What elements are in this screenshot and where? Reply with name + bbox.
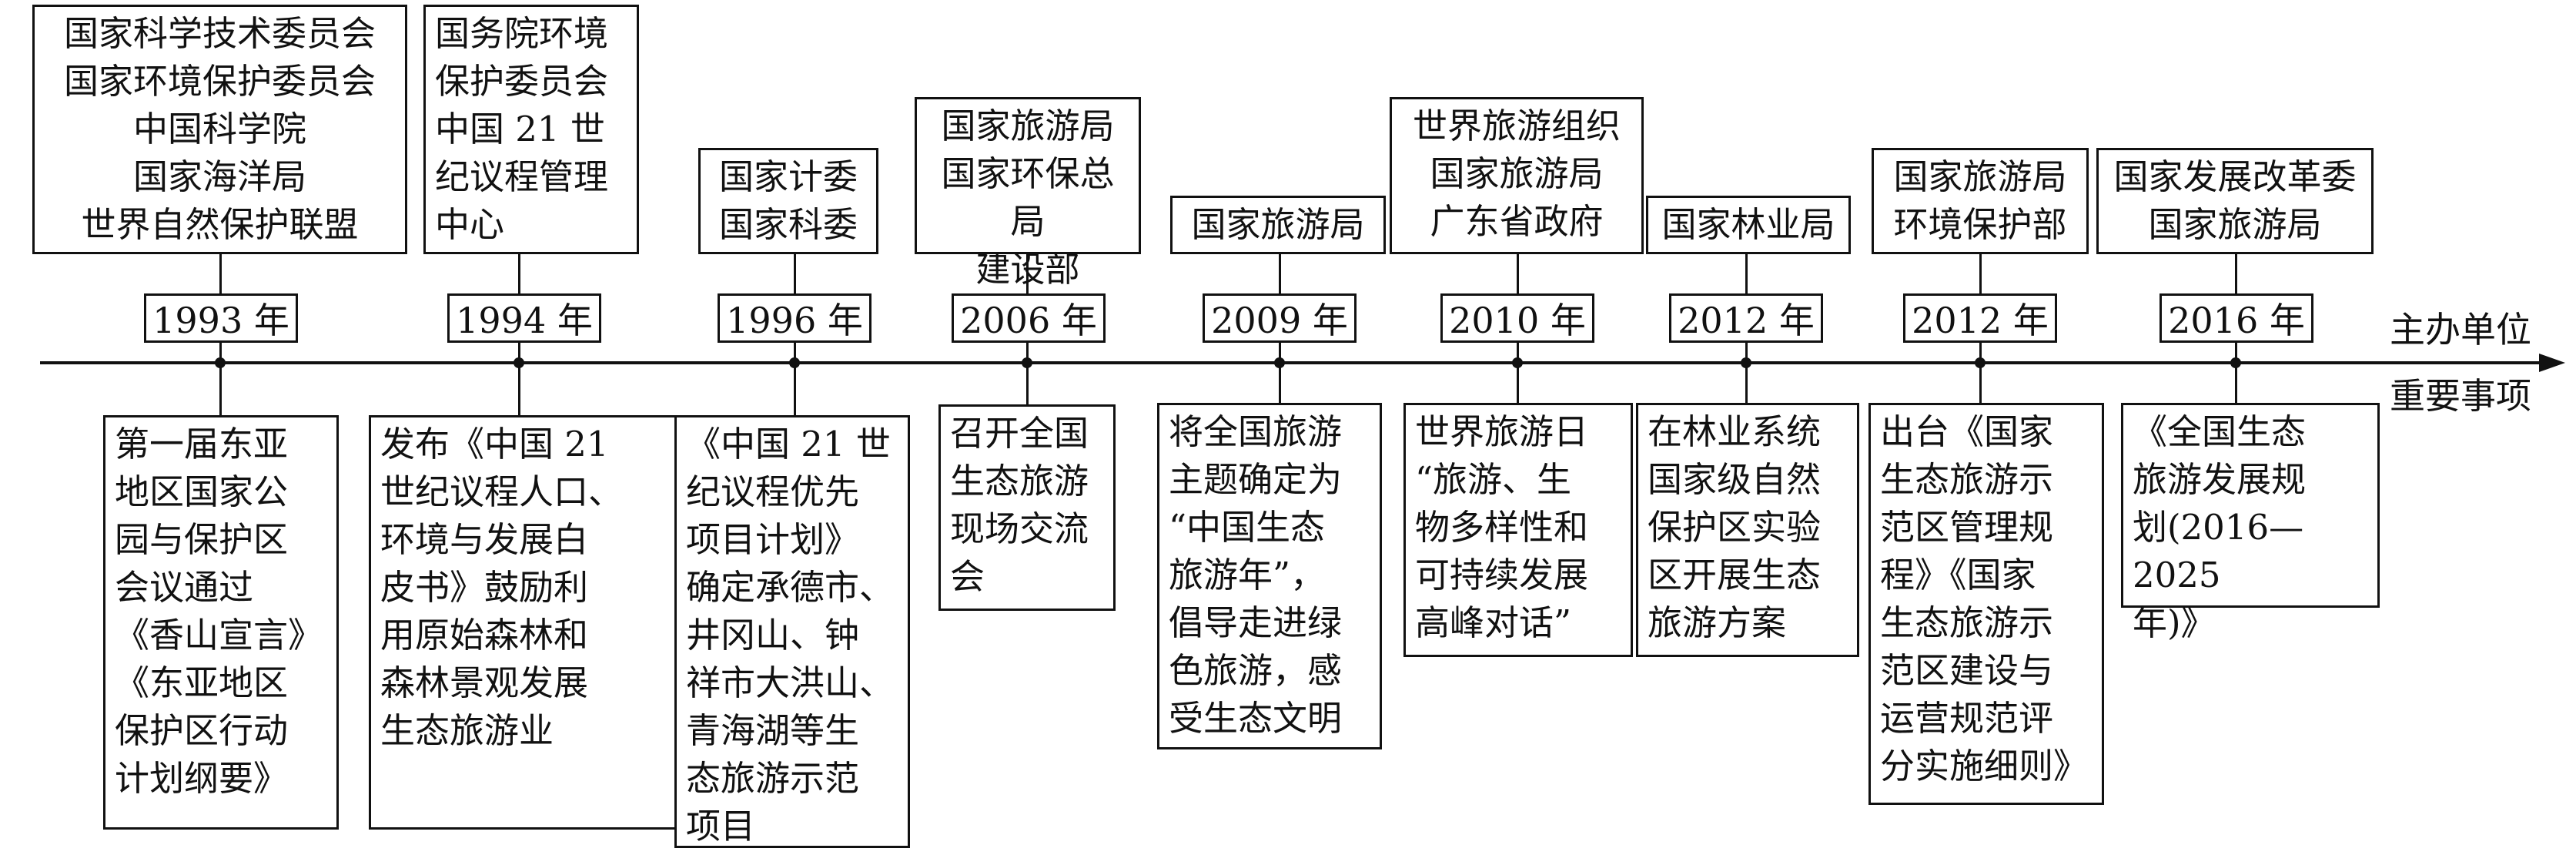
- organizer-box: 国家旅游局 国家环保总局 建设部: [915, 97, 1141, 290]
- event-box: 出台《国家 生态旅游示 范区管理规 程》《国家 生态旅游示 范区建设与 运营规范…: [1868, 403, 2104, 805]
- organizer-box: 世界旅游组织 国家旅游局 广东省政府: [1390, 97, 1644, 254]
- timeline-node: [1512, 357, 1523, 368]
- connector: [1517, 254, 1519, 293]
- timeline-node: [1975, 357, 1986, 368]
- connector: [1279, 343, 1281, 403]
- year-label: 2012 年: [1903, 293, 2057, 343]
- connector: [1979, 343, 1982, 403]
- year-label: 1994 年: [447, 293, 601, 343]
- connector: [794, 254, 796, 293]
- organizer-box: 国家旅游局: [1170, 196, 1386, 254]
- organizer-box: 国务院环境 保护委员会 中国 21 世 纪议程管理 中心: [423, 5, 639, 254]
- year-label: 1996 年: [718, 293, 871, 343]
- axis-label-events: 重要事项: [2390, 375, 2531, 417]
- timeline-node: [789, 357, 800, 368]
- organizer-box: 国家旅游局 环境保护部: [1872, 148, 2089, 254]
- year-label: 2012 年: [1669, 293, 1823, 343]
- organizer-box: 国家科学技术委员会 国家环境保护委员会 中国科学院 国家海洋局 世界自然保护联盟: [32, 5, 407, 254]
- event-box: 《全国生态 旅游发展规 划(2016—2025 年)》: [2121, 403, 2380, 643]
- connector: [1979, 254, 1982, 293]
- timeline-node: [514, 357, 524, 368]
- connector: [1026, 343, 1029, 415]
- timeline-axis: [40, 361, 2542, 364]
- connector: [1517, 343, 1519, 403]
- connector: [794, 343, 796, 415]
- connector: [518, 254, 520, 293]
- connector: [1026, 254, 1029, 293]
- connector: [219, 343, 222, 415]
- connector: [2235, 343, 2237, 403]
- event-box: 将全国旅游 主题确定为 “中国生态 旅游年”， 倡导走进绿 色旅游，感 受生态文…: [1157, 403, 1382, 749]
- event-box: 发布《中国 21 世纪议程人口、 环境与发展白 皮书》鼓励利 用原始森林和 森林…: [369, 415, 677, 830]
- connector: [518, 343, 520, 415]
- year-label: 2016 年: [2159, 293, 2313, 343]
- timeline-node: [1022, 357, 1032, 368]
- year-label: 1993 年: [144, 293, 298, 343]
- event-box: 召开全国 生态旅游 现场交流 会: [938, 404, 1116, 611]
- event-box: 在林业系统 国家级自然 保护区实验 区开展生态 旅游方案: [1636, 403, 1859, 657]
- timeline-arrow-head: [2539, 354, 2565, 372]
- event-box: 第一届东亚 地区国家公 园与保护区 会议通过 《香山宣言》 《东亚地区 保护区行…: [103, 415, 339, 830]
- event-box: 世界旅游日 “旅游、生 物多样性和 可持续发展 高峰对话”: [1403, 403, 1633, 657]
- timeline-node: [215, 357, 226, 368]
- connector: [1279, 254, 1281, 293]
- connector: [1745, 254, 1748, 293]
- year-label: 2010 年: [1440, 293, 1594, 343]
- organizer-box: 国家计委 国家科委: [698, 148, 878, 254]
- connector: [219, 254, 222, 293]
- connector: [2235, 254, 2237, 293]
- year-label: 2006 年: [952, 293, 1106, 343]
- timeline-node: [1274, 357, 1285, 368]
- connector: [1745, 343, 1748, 403]
- event-box: 《中国 21 世 纪议程优先 项目计划》 确定承德市、 井冈山、钟 祥市大洪山、…: [674, 415, 910, 848]
- year-label: 2009 年: [1203, 293, 1357, 343]
- organizer-box: 国家林业局: [1646, 196, 1851, 254]
- organizer-box: 国家发展改革委 国家旅游局: [2096, 148, 2374, 254]
- timeline-node: [2230, 357, 2241, 368]
- timeline-node: [1741, 357, 1751, 368]
- axis-label-organizers: 主办单位: [2390, 309, 2531, 350]
